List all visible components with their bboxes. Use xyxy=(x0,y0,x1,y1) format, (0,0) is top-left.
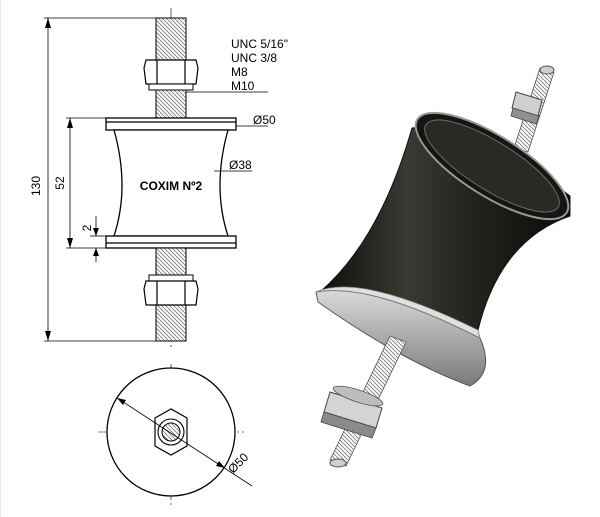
top-view-threaded-rod xyxy=(161,422,181,442)
dim-52-text: 52 xyxy=(53,176,67,190)
dim-top-view-diameter-line xyxy=(116,397,253,487)
dim-waist-diameter-text: Ø38 xyxy=(229,158,252,172)
thread-spec-2: UNC 3/8 xyxy=(231,51,277,65)
part-label: COXIM Nº2 xyxy=(140,179,203,193)
bottom-nut xyxy=(143,280,199,306)
bottom-flange-plate xyxy=(105,235,237,249)
bottom-washer xyxy=(148,274,194,282)
front-view: COXIM Nº2 xyxy=(105,8,237,348)
mount-3d-render xyxy=(315,65,571,468)
top-nut xyxy=(143,59,199,85)
top-flange-plate xyxy=(105,117,237,131)
top-view: Ø50 xyxy=(98,364,253,508)
thread-spec-4: M10 xyxy=(231,79,255,93)
top-washer xyxy=(148,83,194,91)
dim-flange-diameter-text: Ø50 xyxy=(253,113,276,127)
thread-spec-3: M8 xyxy=(231,65,248,79)
dim-130-text: 130 xyxy=(29,176,43,196)
dim-2-text: 2 xyxy=(80,224,94,231)
dimensions: 130 52 2 Ø50 Ø38 xyxy=(29,17,276,342)
thread-spec-list: UNC 5/16" UNC 3/8 M8 M10 xyxy=(231,37,288,93)
thread-spec-1: UNC 5/16" xyxy=(231,37,288,51)
